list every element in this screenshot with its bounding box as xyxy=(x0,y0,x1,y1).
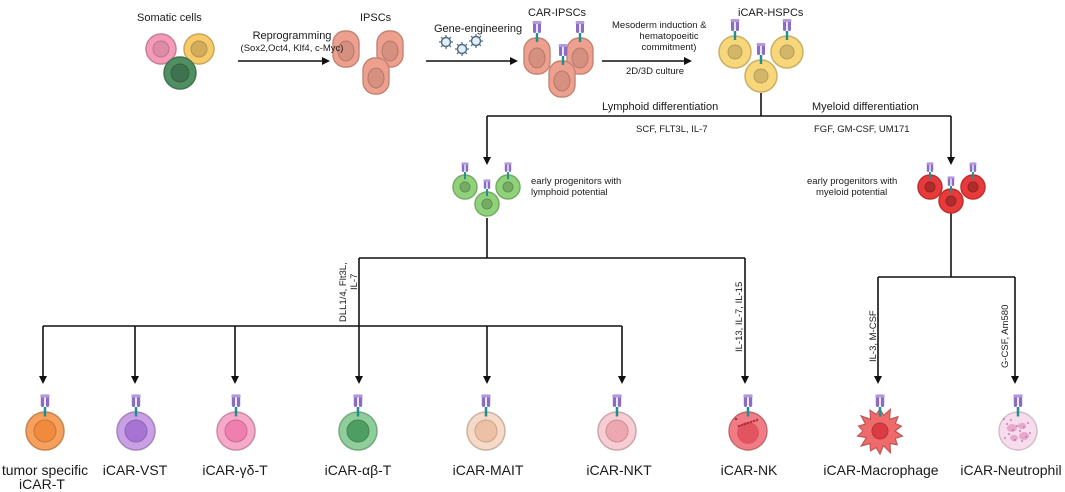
t-cell-factors-label-line2: IL-7 xyxy=(349,273,360,290)
cell-name-icar-neutrophil: iCAR-Neutrophil xyxy=(960,462,1062,478)
car-receptor-icon xyxy=(730,19,740,40)
nk-factors-label: IL-13, IL-7, IL-15 xyxy=(734,281,745,352)
car-receptor-icon xyxy=(875,394,885,417)
car-receptor-icon xyxy=(756,43,766,64)
mesoderm-label-line1: Mesoderm induction & xyxy=(612,20,707,31)
virus-icon xyxy=(469,34,483,48)
cell-tumor-specific-icar-t xyxy=(25,411,65,451)
car-ipsc-cell-2 xyxy=(566,37,594,75)
car-receptor-icon xyxy=(504,162,512,180)
cell-name-icar-ab-t: iCAR-αβ-T xyxy=(324,462,392,478)
car-ipscs-label: CAR-IPSCs xyxy=(528,7,587,19)
mesoderm-label-line3: commitment) xyxy=(641,42,697,53)
cell-name-icar-mait: iCAR-MAIT xyxy=(452,462,524,478)
somatic-cell-yellow xyxy=(183,33,215,65)
cell-name-tumor-specific: tumor specific xyxy=(1,462,89,478)
car-receptor-icon xyxy=(782,19,792,40)
myeloid-differentiation-label: Myeloid differentiation xyxy=(812,101,919,113)
ipsc-cell-1 xyxy=(332,30,360,68)
myeloid-progenitors-label-line2: myeloid potential xyxy=(816,187,888,198)
car-receptor-icon xyxy=(743,394,753,417)
cell-icar-nk xyxy=(728,411,768,451)
cell-icar-ab-t xyxy=(338,411,378,451)
ipscs-label: IPSCs xyxy=(360,12,392,24)
neutrophil-factors-label: G-CSF, Am580 xyxy=(1000,304,1011,368)
cell-icar-mait xyxy=(466,411,506,451)
cell-icar-gd-t xyxy=(216,411,256,451)
car-receptor-icon xyxy=(131,394,141,417)
mesoderm-label-line2: hematopoeitic xyxy=(639,31,699,42)
somatic-cell-green xyxy=(163,56,197,90)
car-receptor-icon xyxy=(231,394,241,417)
cell-icar-neutrophil xyxy=(998,411,1038,451)
lymphoid-factors-label: SCF, FLT3L, IL-7 xyxy=(636,124,708,135)
car-receptor-icon xyxy=(947,176,955,194)
cell-icar-macrophage xyxy=(856,407,904,456)
car-receptor-icon xyxy=(40,394,50,417)
cell-name-icar-macrophage: iCAR-Macrophage xyxy=(823,462,939,478)
car-receptor-icon xyxy=(612,394,622,417)
myeloid-progenitor-2 xyxy=(960,174,986,200)
car-receptor-icon xyxy=(969,162,977,180)
car-receptor-icon xyxy=(575,21,585,42)
cell-icar-nkt xyxy=(597,411,637,451)
car-receptor-icon xyxy=(483,179,491,197)
myeloid-factors-label: FGF, GM-CSF, UM171 xyxy=(814,124,910,135)
icar-hspcs-label: iCAR-HSPCs xyxy=(738,7,804,19)
virus-icon xyxy=(439,35,453,49)
somatic-cells-label: Somatic cells xyxy=(137,12,202,24)
somatic-cell-pink xyxy=(145,33,177,65)
lymphoid-progenitors-label-line1: early progenitors with xyxy=(531,176,622,187)
cell-name-icar-nkt: iCAR-NKT xyxy=(586,462,652,478)
reprogramming-label: Reprogramming xyxy=(252,30,332,42)
lymphoid-progenitors-label-line2: lymphoid potential xyxy=(531,187,608,198)
car-receptor-icon xyxy=(461,162,469,180)
ipsc-cell-2 xyxy=(376,30,404,68)
macrophage-factors-label: IL-3, M-CSF xyxy=(868,310,879,362)
cell-name-icar-nk: iCAR-NK xyxy=(720,462,778,478)
lymphoid-differentiation-label: Lymphoid differentiation xyxy=(602,101,719,113)
hspc-cell-3 xyxy=(744,59,778,93)
cell-icar-vst xyxy=(116,411,156,451)
car-receptor-icon xyxy=(481,394,491,417)
culture-label: 2D/3D culture xyxy=(626,66,685,77)
myeloid-progenitors-label-line1: early progenitors with xyxy=(807,176,898,187)
car-receptor-icon xyxy=(353,394,363,417)
hspc-cell-2 xyxy=(770,35,804,69)
gene-engineering-label: Gene-engineering xyxy=(434,23,523,35)
car-receptor-icon xyxy=(532,21,542,42)
car-ipsc-cell-1 xyxy=(523,37,551,75)
car-receptor-icon xyxy=(926,162,934,180)
reprogramming-factors-label: (Sox2,Oct4, Klf4, c-Myc) xyxy=(240,43,344,54)
ipsc-cell-3 xyxy=(362,57,390,95)
t-cell-factors-label-line1: DLL1/4, Flt3L, xyxy=(338,262,349,322)
car-receptor-icon xyxy=(558,44,568,65)
car-receptor-icon xyxy=(1013,394,1023,417)
cell-name-icar-vst: iCAR-VST xyxy=(102,462,168,478)
car-ipsc-cell-3 xyxy=(548,60,576,98)
virus-icon xyxy=(455,42,469,56)
cell-name-icar-gd-t: iCAR-γδ-T xyxy=(202,462,268,478)
cell-name-icar-t: iCAR-T xyxy=(19,476,65,492)
